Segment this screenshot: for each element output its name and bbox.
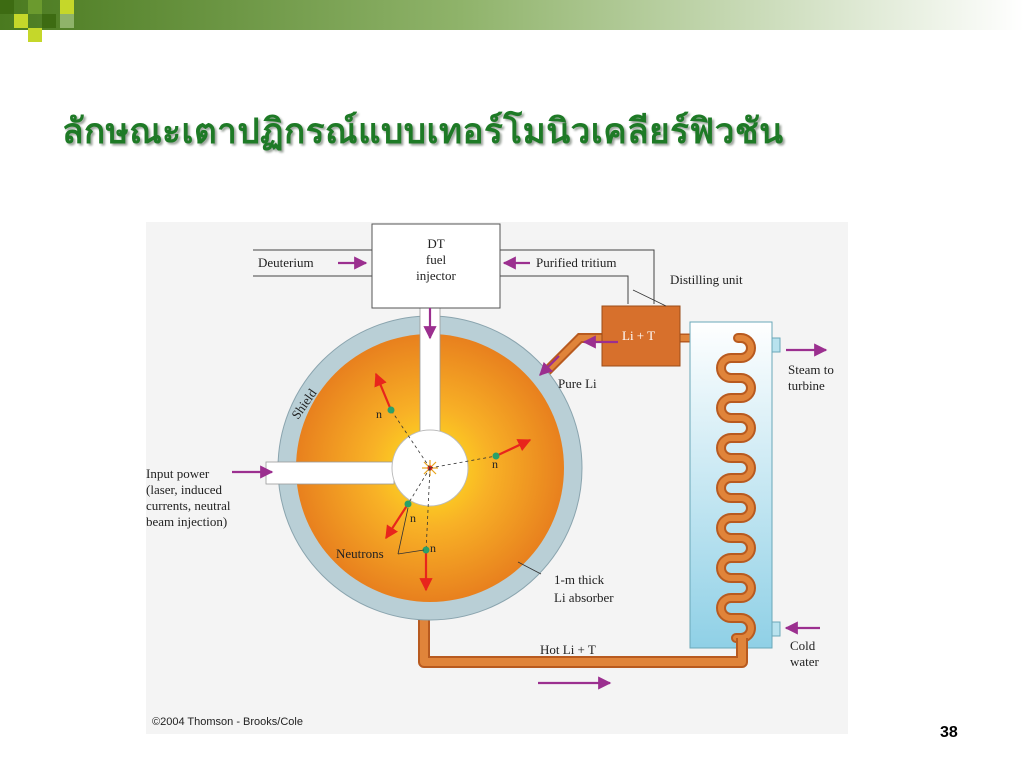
top-decoration-bar [0,0,1024,42]
neutrons-leader-lines [397,289,667,575]
injector-label-dt: DT [427,236,444,251]
deuterium-label: Deuterium [258,255,314,270]
flow-arrows [232,256,828,690]
neutron-label-3: n [410,511,416,525]
fuel-lines [253,249,655,304]
hot-li-t-label: Hot Li + T [540,642,596,657]
injector-label-fuel: fuel [426,252,447,267]
neutron-arrows [374,372,532,592]
heat-exchanger-coil [716,333,756,643]
input-power-detail-1: (laser, induced [146,482,223,497]
input-power-label: Input power [146,466,210,481]
steam-label-line2: turbine [788,378,825,393]
neutron-paths [390,409,497,553]
neutrons-label: Neutrons [336,546,384,561]
dt-fuel-injector [371,223,501,309]
page-number: 38 [940,724,958,741]
purified-tritium-label: Purified tritium [536,255,617,270]
distilling-unit [601,305,681,367]
pure-li-arrow [539,355,560,376]
slide-title: ลักษณะเตาปฏิกรณ์แบบเทอร์โมนิวเคลียร์ฟิวช… [62,112,784,152]
injector-label-injector: injector [416,268,456,283]
li-t-label: Li + T [622,328,655,343]
copyright-note: ©2004 Thomson - Brooks/Cole [152,716,303,728]
fusion-reactor-diagram: DT fuel injector Deuterium Purified trit… [146,222,848,734]
distilling-unit-label: Distilling unit [670,272,743,287]
cold-water-label-line2: water [790,654,820,669]
neutron-label-4: n [430,541,436,555]
input-power-detail-2: currents, neutral [146,498,231,513]
pure-li-label: Pure Li [558,376,597,391]
neutron-label-1: n [376,407,382,421]
neutron-dots [387,406,500,554]
input-power-detail-3: beam injection) [146,514,227,529]
hot-li-t-pipe [418,602,748,668]
absorber-label-line1: 1-m thick [554,572,605,587]
cold-water-label-line1: Cold [790,638,816,653]
absorber-label-line2: Li absorber [554,590,614,605]
neutron-label-2: n [492,457,498,471]
steam-label-line1: Steam to [788,362,834,377]
